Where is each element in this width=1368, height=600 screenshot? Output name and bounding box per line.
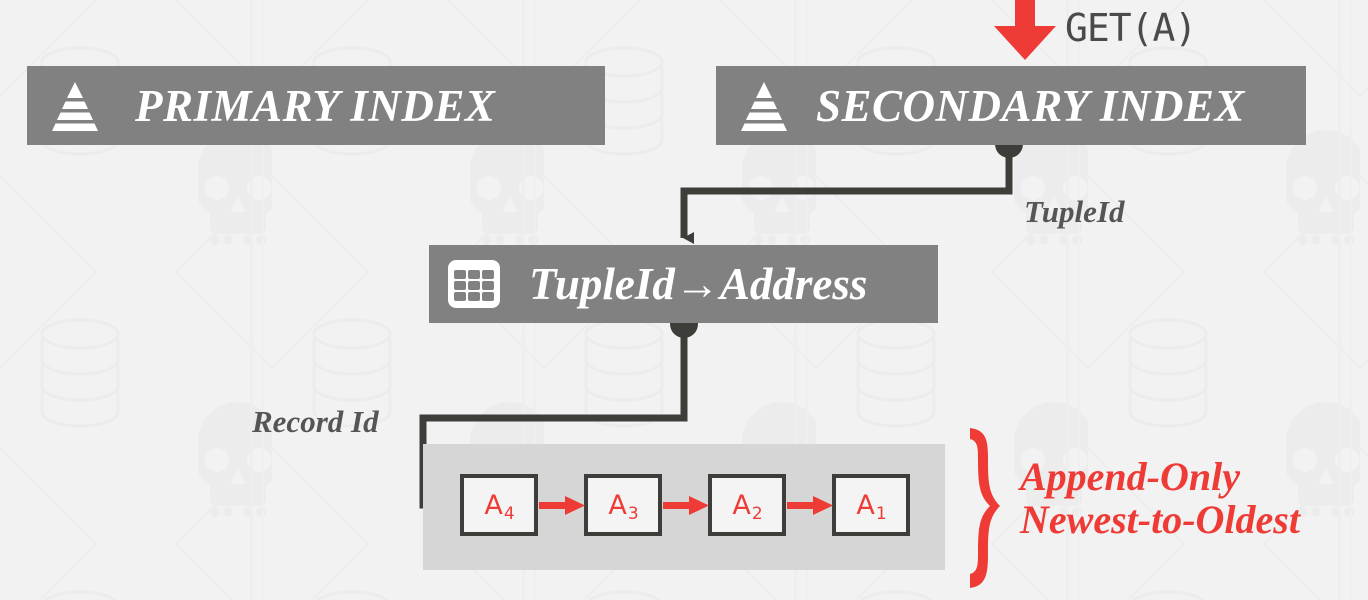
mapping-label: TupleId→Address [529, 259, 868, 309]
version-label: A1 [856, 489, 887, 524]
primary-index-node[interactable]: PRIMARY INDEX [27, 66, 605, 145]
pyramid-icon [741, 81, 787, 131]
annotation-line-2: Newest-to-Oldest [1020, 497, 1300, 543]
get-down-arrow-icon [994, 0, 1056, 60]
right-curly-brace-icon [970, 428, 1000, 588]
primary-index-label: PRIMARY INDEX [135, 80, 496, 131]
version-box[interactable]: A1 [832, 474, 910, 536]
edge-label-record-id: Record Id [252, 404, 379, 439]
annotation-line-1: Append-Only [1020, 454, 1240, 499]
edge-label-tupleid: TupleId [1024, 194, 1125, 229]
version-label: A3 [608, 489, 639, 524]
version-box[interactable]: A4 [460, 474, 538, 536]
version-box[interactable]: A2 [708, 474, 786, 536]
version-label: A2 [732, 489, 763, 524]
chain-arrow-icon [539, 496, 585, 515]
get-operation-label: GET(A) [1065, 6, 1197, 50]
secondary-index-label: SECONDARY INDEX [816, 80, 1245, 131]
annotation-append-only: Append-Only Newest-to-Oldest [1020, 454, 1300, 543]
chain-arrow-icon [663, 496, 709, 515]
table-icon [448, 260, 500, 308]
pyramid-icon [52, 81, 98, 131]
chain-arrow-icon [787, 496, 833, 515]
secondary-index-node[interactable]: SECONDARY INDEX [716, 66, 1306, 145]
version-box[interactable]: A3 [584, 474, 662, 536]
version-label: A4 [484, 489, 515, 524]
tupleid-address-mapping-node[interactable]: TupleId→Address [429, 245, 938, 323]
